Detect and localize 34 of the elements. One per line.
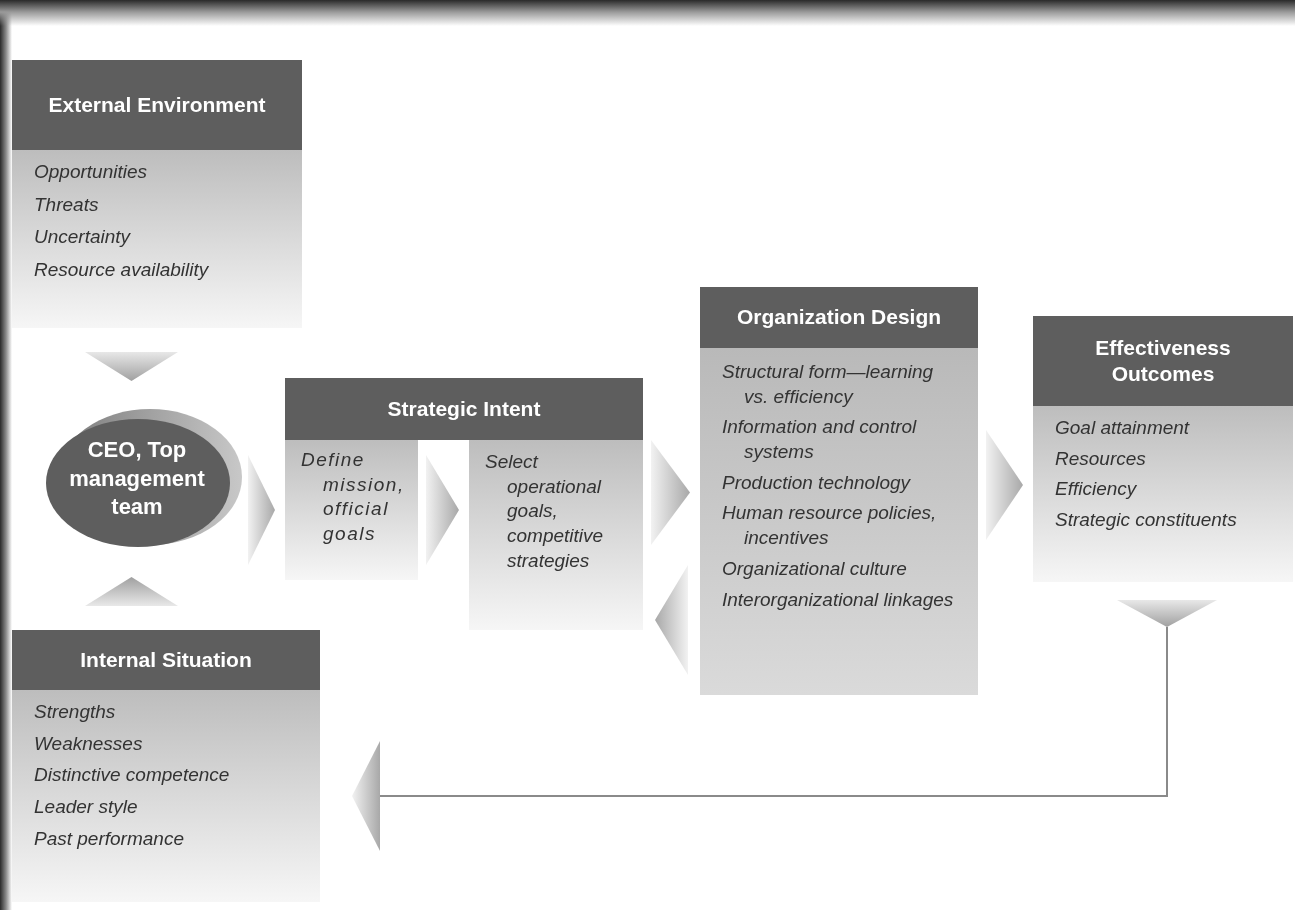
chevron-arrow <box>986 430 1023 540</box>
list-item: Strengths <box>34 700 117 724</box>
chevron-arrow <box>85 577 178 606</box>
list-item: Leader style <box>34 795 139 820</box>
chevron-arrow <box>655 565 688 675</box>
list-item: Resources <box>1055 446 1147 471</box>
chevron-arrow <box>85 352 178 381</box>
section-header: Strategic Intent <box>285 378 643 440</box>
node-title: CEO, Top management team <box>68 436 206 522</box>
list-item: Define mission, official goals <box>301 448 402 547</box>
list-item: Strategic constituents <box>1055 508 1238 533</box>
list-item: Distinctive competence <box>34 763 231 788</box>
card-header: Internal Situation <box>12 630 320 690</box>
list-item: Past performance <box>34 826 185 851</box>
card-header: External Environment <box>12 60 302 150</box>
list-item: Resource availability <box>34 258 210 283</box>
list-item: Human resource policies, incentives <box>722 501 938 551</box>
list-item: Opportunities <box>34 160 148 184</box>
chevron-arrow <box>651 440 690 545</box>
list-item: Information and control systems <box>722 415 918 465</box>
chevron-arrow <box>248 455 275 565</box>
list-item: Structural form—learning vs. efficiency <box>722 360 935 409</box>
card-header: Organization Design <box>700 287 978 348</box>
list-item: Uncertainty <box>34 225 132 250</box>
list-item: Interorganizational linkages <box>722 587 955 612</box>
list-item: Select operational goals, competitive strategies <box>485 450 605 573</box>
list-item: Efficiency <box>1055 477 1138 502</box>
list-item: Production technology <box>722 470 912 495</box>
list-item: Weaknesses <box>34 731 144 756</box>
list-item: Organizational culture <box>722 556 908 581</box>
list-item: Threats <box>34 192 100 217</box>
list-item: Goal attainment <box>1055 416 1191 440</box>
card-header: Effectiveness Outcomes <box>1033 316 1293 406</box>
chevron-arrow <box>426 455 459 565</box>
